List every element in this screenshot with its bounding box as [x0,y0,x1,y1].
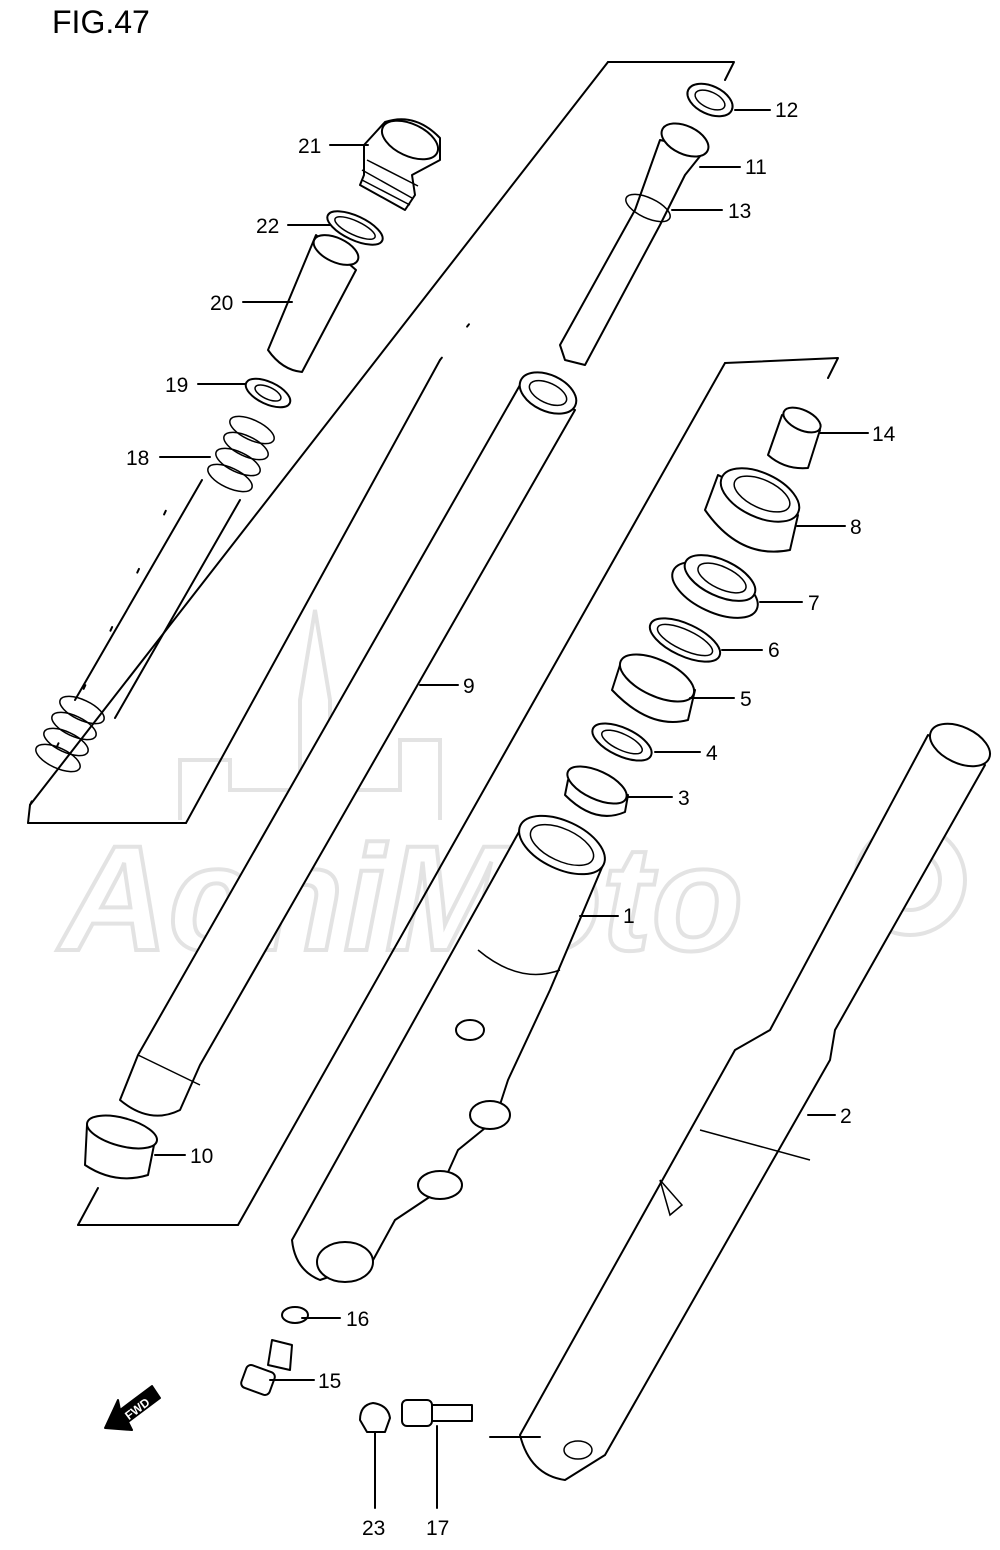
part-16-gasket [281,1306,309,1324]
callout-16: 16 [346,1308,369,1331]
part-17-axle-bolt [401,1399,473,1427]
part-4-ring [591,722,653,762]
leader-lines [154,109,869,1509]
callout-18: 18 [126,447,149,470]
part-8-dust-seal [704,467,801,553]
part-1-outer-tube [291,814,606,1283]
callout-7: 7 [808,592,820,615]
part-6-ring [648,617,722,663]
callout-8: 8 [850,516,862,539]
part-14-collar [767,406,822,470]
frame-seal-group [724,357,839,379]
callout-12: 12 [775,99,798,122]
part-23-cap [359,1402,391,1433]
callout-21: 21 [298,135,321,158]
assembly-frames [27,61,839,1226]
callout-5: 5 [740,688,752,711]
part-9-inner-tube [119,371,578,1117]
fwd-arrow-icon [104,1385,161,1431]
callout-9: 9 [463,675,475,698]
callout-6: 6 [768,639,780,662]
callout-11: 11 [745,156,767,179]
callout-20: 20 [210,292,233,315]
part-2-fork-assembly [519,722,991,1481]
part-15-bolt [240,1339,293,1396]
callout-10: 10 [190,1145,213,1168]
callout-3: 3 [678,787,690,810]
callout-19: 19 [165,374,188,397]
part-7-oil-seal [671,554,759,619]
callout-14: 14 [872,423,896,446]
callout-labels: 21 22 20 19 18 12 11 13 14 8 7 6 5 4 3 1… [126,99,896,1540]
part-11-damper-rod [559,122,710,366]
forward-direction-arrow: FWD [104,1385,161,1431]
callout-15: 15 [318,1370,341,1393]
watermark: AchiMoto [54,609,967,984]
part-20-spacer [267,234,360,373]
callout-13: 13 [728,200,751,223]
callout-1: 1 [623,905,635,928]
part-3-collar [564,765,629,817]
callout-22: 22 [256,215,279,238]
callout-2: 2 [840,1105,852,1128]
part-21-cap-bolt [359,118,441,211]
part-18-fork-spring [35,415,275,773]
figure-title: FIG.47 [52,4,150,40]
watermark-text: AchiMoto [56,814,743,982]
part-5-bushing [611,653,696,723]
callout-4: 4 [706,742,718,765]
part-19-washer [244,377,292,409]
frame-inner-tube-group [607,61,735,81]
part-22-washer [326,210,384,246]
part-10-bushing [84,1114,158,1180]
part-12-ring [686,82,734,118]
callout-17: 17 [426,1517,449,1540]
callout-23: 23 [362,1517,385,1540]
